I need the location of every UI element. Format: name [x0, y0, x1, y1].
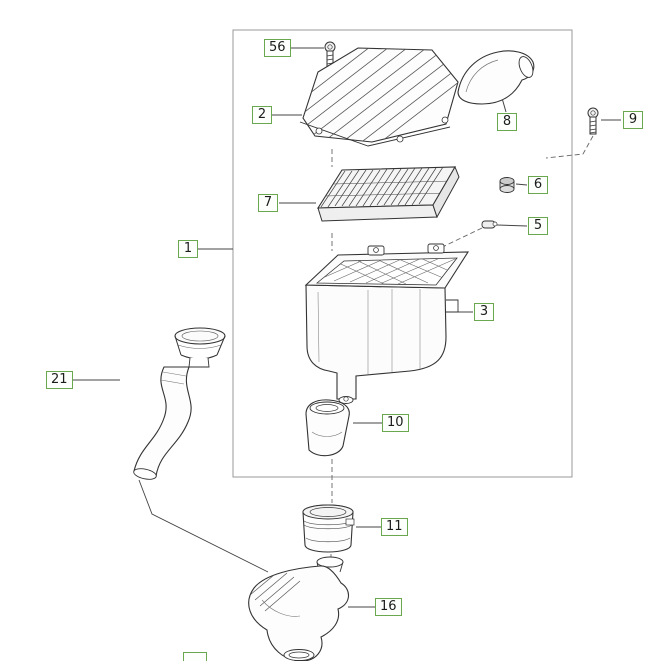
part-label-7[interactable]: 7 — [258, 194, 278, 212]
housing-illustration — [304, 243, 470, 404]
part-label-5[interactable]: 5 — [528, 217, 548, 235]
coupler-hose-illustration — [302, 504, 355, 553]
resonator-hose-illustration — [133, 327, 226, 480]
leader-lines — [71, 47, 621, 608]
cover-illustration — [299, 47, 459, 147]
intake-duct-illustration — [457, 50, 535, 105]
part-label-8[interactable]: 8 — [497, 113, 517, 131]
part-label-3[interactable]: 3 — [474, 303, 494, 321]
clip-illustration — [481, 220, 498, 229]
part-label-9[interactable]: 9 — [623, 111, 643, 129]
part-label-2[interactable]: 2 — [252, 106, 272, 124]
part-label-1[interactable]: 1 — [178, 240, 198, 258]
part-label-10[interactable]: 10 — [382, 414, 409, 432]
assembly-frame — [232, 29, 573, 478]
part-label-16[interactable]: 16 — [375, 598, 402, 616]
elbow-tube-illustration — [305, 399, 350, 457]
intake-tube-illustration — [248, 556, 350, 661]
part-label-cutoff[interactable] — [183, 652, 207, 661]
grommet-illustration — [499, 177, 515, 193]
part-label-21[interactable]: 21 — [46, 371, 73, 389]
part-label-11[interactable]: 11 — [381, 518, 408, 536]
bolt-illustration-9 — [587, 107, 599, 135]
filter-element-illustration — [316, 165, 460, 222]
part-label-56[interactable]: 56 — [264, 39, 291, 57]
part-label-6[interactable]: 6 — [528, 176, 548, 194]
